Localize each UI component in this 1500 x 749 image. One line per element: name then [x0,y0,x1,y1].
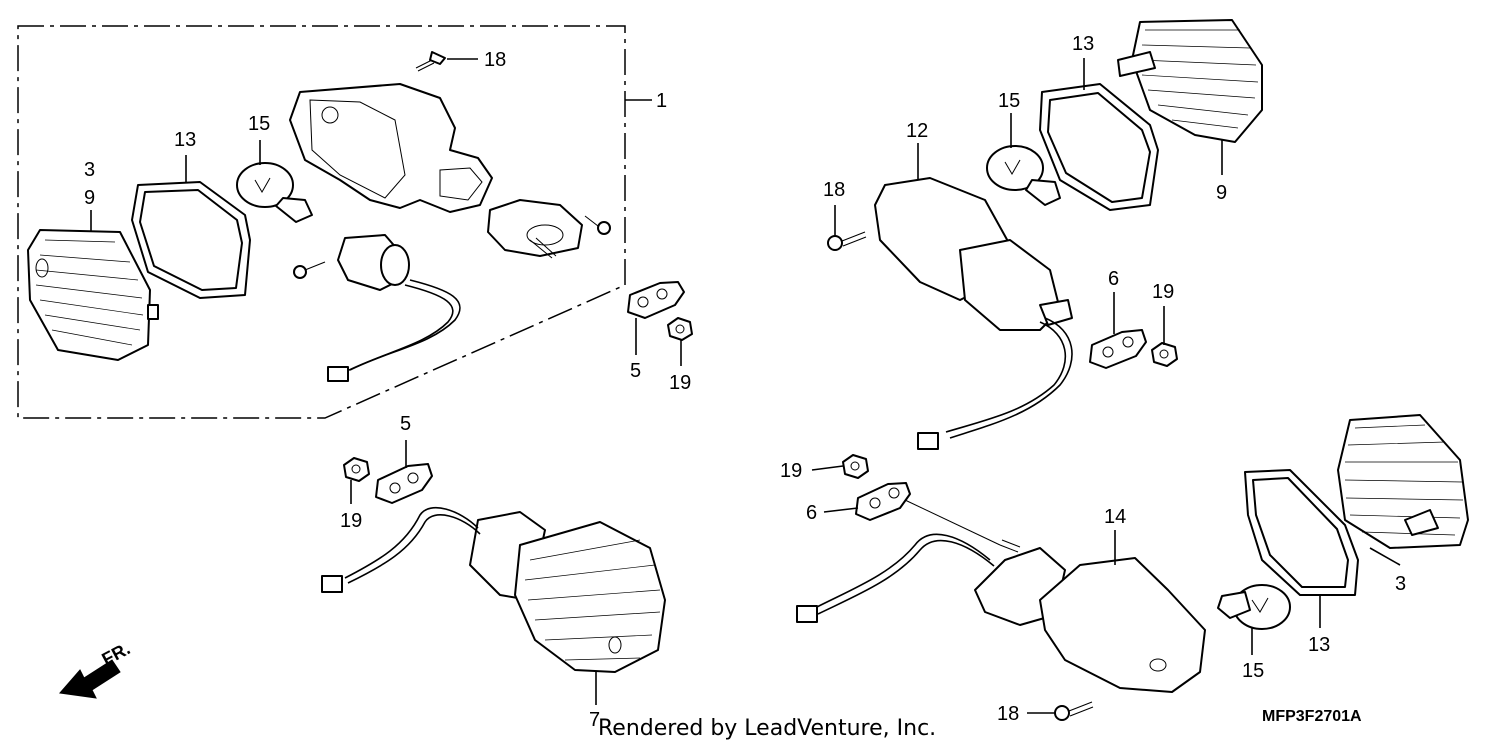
leader-lines [90,58,1401,714]
assembly-boundary [17,25,652,419]
callout-5-upper-middle[interactable]: 5 [630,360,641,382]
gasket-upper-right[interactable] [1039,83,1159,211]
callout-9-top-left[interactable]: 9 [84,187,95,209]
screw-top-left-a[interactable] [415,51,446,72]
callout-14[interactable]: 14 [1104,506,1126,528]
screw-lower-right[interactable] [1054,701,1094,721]
screw-upper-right[interactable] [827,231,867,251]
socket-holder-top-left[interactable] [487,199,583,259]
callout-15-top-left[interactable]: 15 [248,113,270,135]
callout-5-lower-left[interactable]: 5 [400,413,411,435]
turn-signal-upper-right[interactable] [874,177,1073,450]
callout-13-lower-right[interactable]: 13 [1308,634,1330,656]
callout-19-upper-middle[interactable]: 19 [669,372,691,394]
gasket-top-left[interactable] [131,181,251,299]
plate-upper-right[interactable] [1089,329,1147,369]
bulb-lower-right[interactable] [1217,584,1291,630]
nut-upper-middle[interactable] [667,317,693,341]
socket-wiring-top-left[interactable] [327,234,461,382]
callout-3-top-left[interactable]: 3 [84,159,95,181]
housing-top-left[interactable] [289,83,493,213]
nut-upper-right[interactable] [1151,342,1178,367]
callout-13-top-left[interactable]: 13 [174,129,196,151]
diagram-code: MFP3F2701A [1262,708,1362,725]
nut-lower-right[interactable] [842,454,869,479]
callout-19-lower-left[interactable]: 19 [340,510,362,532]
turn-signal-lower-left[interactable] [321,506,666,673]
plate-upper-middle[interactable] [627,281,685,319]
lens-upper-right[interactable] [1117,19,1263,143]
callout-18-top-left[interactable]: 18 [484,49,506,71]
front-direction-arrow: FR. [59,638,133,699]
gasket-lower-right[interactable] [1244,469,1359,596]
bulb-top-left[interactable] [236,162,313,223]
plate-lower-right[interactable] [855,482,911,521]
callout-7[interactable]: 7 [589,709,600,731]
callout-1[interactable]: 1 [656,90,667,112]
screw-top-left-c[interactable] [584,215,611,235]
callout-19-upper-right[interactable]: 19 [1152,281,1174,303]
callout-12[interactable]: 12 [906,120,928,142]
callout-6-upper-right[interactable]: 6 [1108,268,1119,290]
callout-15-upper-right[interactable]: 15 [998,90,1020,112]
lens-top-left[interactable] [27,229,159,361]
callout-6-lower-right[interactable]: 6 [806,502,817,524]
callout-9-upper-right[interactable]: 9 [1216,182,1227,204]
callout-numbers: 1 3 9 13 15 18 5 19 5 19 7 13 15 12 18 9… [84,33,1406,731]
turn-signal-lower-right[interactable] [796,499,1206,693]
bulb-upper-right[interactable] [986,145,1061,206]
callout-19-lower-right[interactable]: 19 [780,460,802,482]
arrow-left-icon [59,659,121,699]
lens-lower-right[interactable] [1337,414,1469,549]
callout-18-upper-right[interactable]: 18 [823,179,845,201]
plate-lower-left[interactable] [375,463,433,504]
callout-15-lower-right[interactable]: 15 [1242,660,1264,682]
callout-3-lower-right[interactable]: 3 [1395,573,1406,595]
credit-text: Rendered by LeadVenture, Inc. [598,716,937,741]
callout-13-upper-right[interactable]: 13 [1072,33,1094,55]
screw-top-left-b[interactable] [293,261,326,279]
callout-18-lower-right[interactable]: 18 [997,703,1019,725]
nut-lower-left[interactable] [343,457,370,482]
